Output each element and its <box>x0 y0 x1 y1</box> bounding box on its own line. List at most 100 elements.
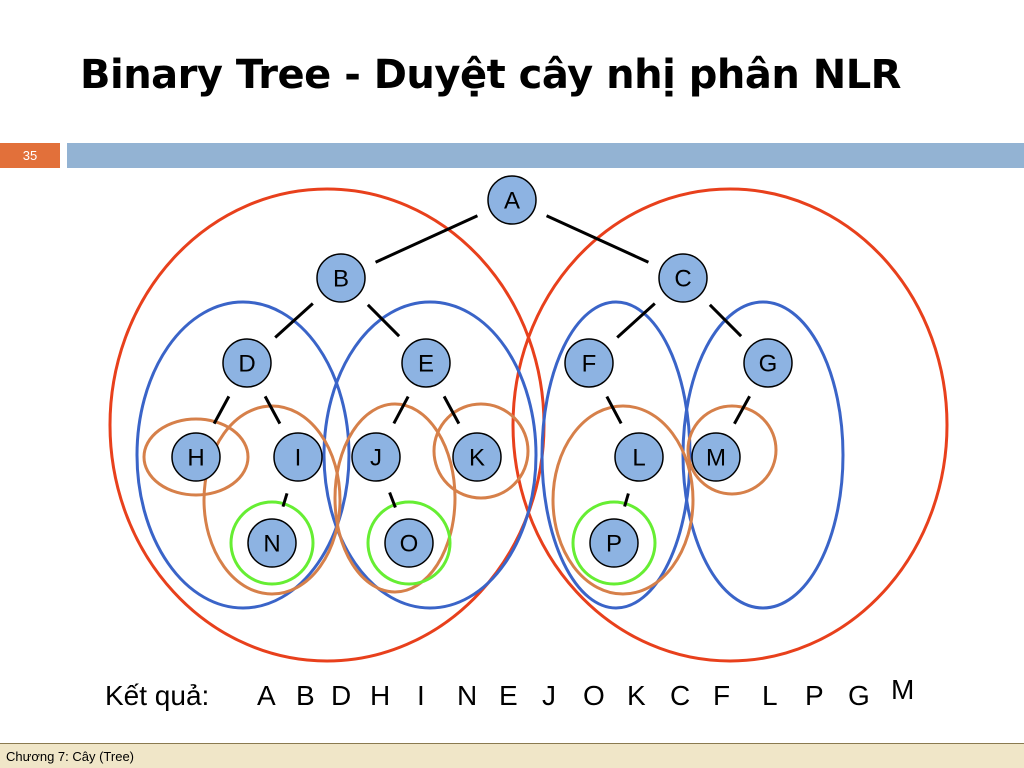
edge-j-o <box>388 491 397 509</box>
node-label: M <box>706 445 726 472</box>
slide-title: Binary Tree - Duyệt cây nhị phân NLR <box>80 52 901 98</box>
node-label: A <box>504 188 520 215</box>
node-h: H <box>171 432 221 482</box>
edge-b-e <box>366 303 401 338</box>
node-label: N <box>263 531 280 558</box>
result-item: I <box>417 680 425 711</box>
node-circle <box>691 432 741 482</box>
node-circle <box>589 518 639 568</box>
node-b: B <box>316 253 366 303</box>
edge-c-g <box>708 303 743 338</box>
result-item: B <box>296 680 315 711</box>
node-circle <box>452 432 502 482</box>
result-item: N <box>457 680 478 711</box>
subtree-o-group <box>366 500 452 586</box>
node-k: K <box>452 432 502 482</box>
node-circle <box>316 253 366 303</box>
node-label: D <box>238 351 255 378</box>
result-item: D <box>331 680 352 711</box>
node-c: C <box>658 253 708 303</box>
node-o: O <box>384 518 434 568</box>
subtree-j-group <box>333 402 457 594</box>
result-item: O <box>583 680 605 711</box>
node-circle <box>247 518 297 568</box>
edge-e-j <box>392 395 410 425</box>
edge-d-i <box>263 395 282 425</box>
edge-a-c <box>545 214 650 264</box>
subtree-groups <box>108 187 949 663</box>
node-label: J <box>370 445 382 472</box>
result-item: G <box>848 680 870 711</box>
subtree-d-group <box>135 300 351 610</box>
edge-i-n <box>281 492 289 508</box>
node-circle <box>222 338 272 388</box>
node-circle <box>564 338 614 388</box>
node-label: C <box>674 266 691 293</box>
right-subtree-group <box>511 187 949 663</box>
node-f: F <box>564 338 614 388</box>
header-bar <box>67 143 1024 168</box>
node-circle <box>351 432 401 482</box>
node-a: A <box>487 175 537 225</box>
node-label: I <box>295 445 302 472</box>
node-g: G <box>743 338 793 388</box>
node-d: D <box>222 338 272 388</box>
subtree-e-group <box>322 300 538 610</box>
edge-e-k <box>442 395 461 425</box>
subtree-p-group <box>571 500 657 586</box>
edge-d-h <box>212 395 231 425</box>
result-item: H <box>370 680 391 711</box>
tree-edges <box>212 214 751 509</box>
result-label: Kết quả: <box>105 680 210 711</box>
node-label: B <box>333 266 349 293</box>
node-j: J <box>351 432 401 482</box>
footer-text: Chương 7: Cây (Tree) <box>6 749 135 764</box>
node-n: N <box>247 518 297 568</box>
result-item: P <box>805 680 824 711</box>
subtree-n-group <box>229 500 315 586</box>
node-label: F <box>582 351 597 378</box>
result-item: E <box>499 680 518 711</box>
node-label: G <box>759 351 778 378</box>
subtree-l-group <box>551 404 695 596</box>
edge-a-b <box>374 214 479 264</box>
node-circle <box>743 338 793 388</box>
node-label: L <box>632 445 645 472</box>
node-label: E <box>418 351 434 378</box>
result-item: M <box>891 674 915 705</box>
edge-l-p <box>623 493 630 507</box>
edge-b-d <box>274 302 314 339</box>
result-item: K <box>627 680 646 711</box>
node-p: P <box>589 518 639 568</box>
node-label: K <box>469 445 485 472</box>
result-item: L <box>762 680 778 711</box>
node-m: M <box>691 432 741 482</box>
node-circle <box>487 175 537 225</box>
node-label: P <box>606 531 622 558</box>
node-circle <box>614 432 664 482</box>
node-i: I <box>273 432 323 482</box>
result-item: J <box>542 680 556 711</box>
subtree-g-group <box>681 300 845 610</box>
subtree-h-group <box>142 417 250 497</box>
node-e: E <box>401 338 451 388</box>
node-label: O <box>400 531 419 558</box>
result-item: F <box>713 680 731 711</box>
tree-nodes: A B C D E F G H I J K L M N O P <box>171 175 793 568</box>
node-circle <box>384 518 434 568</box>
node-circle <box>658 253 708 303</box>
edge-g-m <box>733 395 751 425</box>
node-l: L <box>614 432 664 482</box>
result-item: A <box>257 680 276 711</box>
node-circle <box>401 338 451 388</box>
subtree-f-group <box>540 300 692 610</box>
subtree-m-group <box>686 404 778 496</box>
subtree-k-group <box>432 402 530 500</box>
result-item: C <box>670 680 691 711</box>
edge-f-l <box>605 395 623 425</box>
node-circle <box>171 432 221 482</box>
node-circle <box>273 432 323 482</box>
page-number: 35 <box>0 143 60 168</box>
node-label: H <box>187 445 204 472</box>
